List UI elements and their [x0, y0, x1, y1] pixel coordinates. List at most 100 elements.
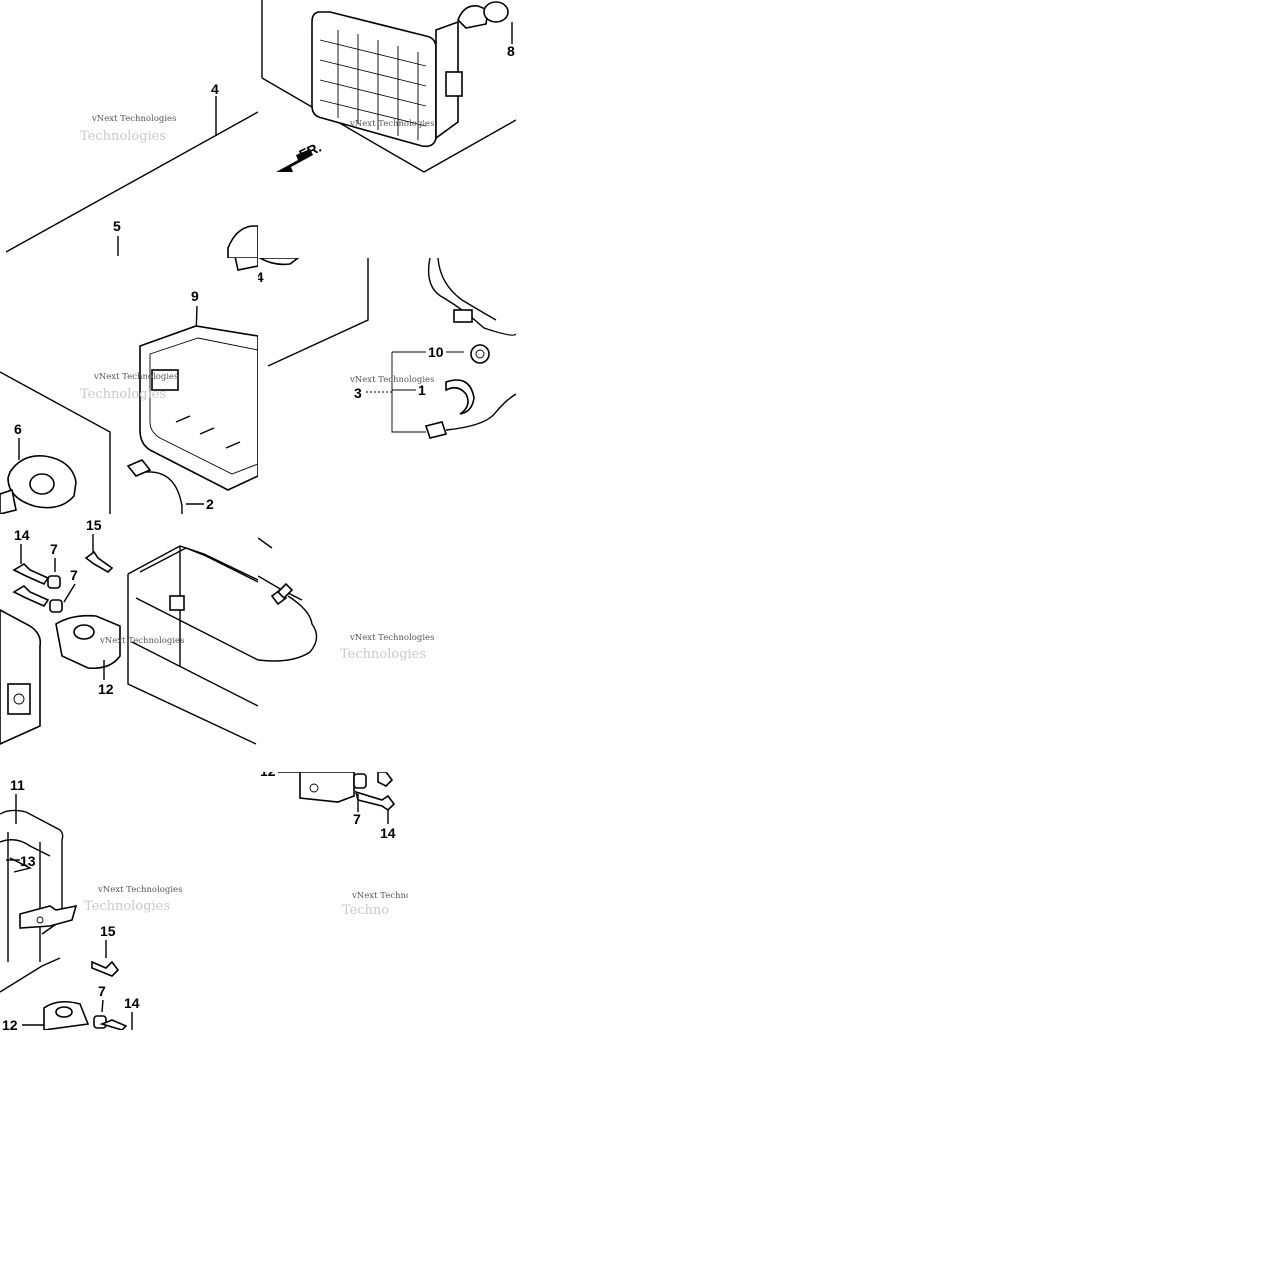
part-label-14: 14: [124, 995, 140, 1011]
part-label-6: 6: [14, 421, 22, 437]
watermark: vNext Technologies: [99, 636, 184, 646]
part-label-5: 5: [113, 218, 121, 234]
bolt-14: [12, 562, 50, 586]
leader-line-7: [101, 999, 104, 1013]
bulb-base: [258, 258, 300, 266]
part-label-15: 15: [100, 923, 116, 939]
bolt-15: [84, 550, 114, 573]
watermark: vNext Technologies: [91, 114, 176, 124]
grommet-hole: [475, 349, 485, 359]
harness-connector: [453, 309, 473, 323]
case-inner-rim: [149, 337, 258, 475]
leader-line-7: [63, 583, 76, 603]
watermark-shadow: Techno: [342, 903, 389, 918]
bracket-hole: [55, 1006, 73, 1018]
guard-clip-13: [9, 857, 33, 873]
socket-opening: [29, 473, 55, 495]
watermark-shadow: Technologies: [340, 647, 426, 662]
part-label-4: 4: [211, 81, 219, 97]
part-label-12: 12: [260, 772, 276, 779]
collar-7: [49, 599, 63, 613]
part-label-14: 14: [380, 825, 396, 841]
bulb-8: [457, 4, 489, 29]
collar-7: [47, 575, 61, 589]
watermark: vNext Technologies: [97, 885, 182, 895]
frame-line: [261, 77, 425, 173]
watermark: vNext Techno: [351, 891, 408, 901]
frame-line: [267, 258, 369, 367]
part-label-7: 7: [70, 567, 78, 583]
lens-pattern: [319, 30, 427, 140]
part-label-7: 7: [50, 541, 58, 557]
tile-bracket-bolts: 12 7 14 vNext Techno Techno: [258, 772, 408, 1030]
bracket-12: [299, 772, 355, 803]
bolt-head: [377, 772, 394, 787]
bolt-14: [354, 790, 396, 812]
part-label-12: 12: [2, 1017, 18, 1030]
frame-line: [0, 371, 111, 514]
tile-guard-wire: vNext Technologies Technologies: [258, 514, 516, 772]
watermark: vNext Technologies: [349, 119, 434, 129]
watermark-shadow: Technologies: [80, 387, 166, 402]
frame-line: [5, 111, 258, 253]
part-label-11: 11: [10, 777, 25, 793]
bulb-socket-part: [234, 258, 258, 271]
wire-3: [445, 393, 516, 431]
part-label-2: 2: [206, 496, 214, 512]
case-slot: [225, 441, 241, 449]
bracket-12: [55, 614, 121, 670]
part-label-9: 9: [191, 288, 199, 304]
tile-guard-assembly: 11 13 15 7 14 12 vNext Technologies Tech…: [0, 772, 258, 1030]
guard-clamp: [169, 595, 185, 611]
mounting-tab: [445, 71, 463, 97]
connector-2: [126, 459, 152, 477]
headlight-case: [139, 325, 258, 491]
case-socket-port: [7, 683, 31, 715]
guard-bracket: [19, 904, 78, 929]
guard-frame: [0, 809, 64, 993]
part-label-10: 10: [428, 344, 444, 360]
clip-1: [445, 379, 475, 415]
collar-7: [93, 1015, 107, 1029]
case-slot: [175, 415, 191, 423]
case-bracket: [151, 369, 179, 391]
bracket-hole: [309, 783, 319, 793]
bracket-hole: [73, 624, 95, 640]
part-label-12: 12: [98, 681, 114, 697]
grommet-10: [470, 344, 490, 364]
watermark: vNext Technologies: [349, 375, 434, 385]
case-slot: [199, 427, 215, 435]
tile-wiring: 14 10 3 1 vNext Technologies: [258, 258, 516, 514]
bulb-socket-part: [227, 225, 258, 258]
connector-3: [424, 421, 448, 439]
part-label-14: 14: [14, 527, 30, 543]
watermark: vNext Technologies: [349, 633, 434, 643]
socket-port-hole: [13, 693, 25, 705]
bulb-glass: [483, 1, 509, 23]
watermark-shadow: Technologies: [80, 129, 166, 144]
wire-connector: [276, 582, 294, 600]
tile-case-mounting: 14 15 7 7 12 vNext Technologies: [0, 514, 258, 772]
socket-connector: [0, 488, 17, 514]
part-label-8: 8: [507, 43, 515, 59]
part-label-13: 13: [20, 853, 36, 869]
part-label-7: 7: [353, 811, 361, 827]
direction-label: FR.: [297, 139, 324, 163]
tile-sealed-beam: 8 FR. vNext Technologies: [258, 0, 516, 258]
watermark: vNext Technologies: [93, 372, 178, 382]
part-label-7: 7: [98, 983, 106, 999]
tile-headlight-case: 9 6 2 vNext Technologies Technologies: [0, 258, 258, 514]
part-label-15: 15: [86, 517, 102, 533]
wire-2: [145, 471, 183, 514]
part-label-3: 3: [354, 385, 362, 401]
guard-frame: [139, 547, 258, 583]
bolt-15: [91, 960, 120, 977]
front-arrow-icon: [276, 149, 313, 172]
collar-7: [353, 773, 367, 789]
harness-wire: [437, 258, 497, 321]
harness-wire: [427, 258, 516, 336]
bracket-hole: [36, 916, 44, 924]
guard-wire: [258, 595, 318, 662]
tile-headlight-unit: 4 5 vNext Technologies Technologies: [0, 0, 258, 258]
